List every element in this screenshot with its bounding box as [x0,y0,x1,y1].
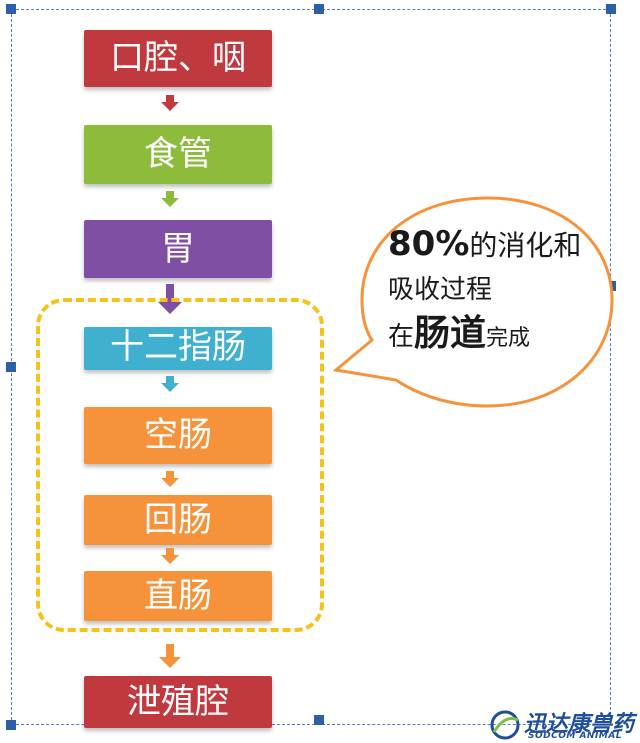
resize-handle-top-right[interactable] [606,4,616,14]
resize-handle-bottom-center[interactable] [314,715,324,725]
resize-handle-top-center[interactable] [314,4,324,14]
callout-line-3-pre: 在 [388,322,415,352]
step-label: 十二指肠 [110,327,246,367]
callout-line-1-text: 的消化和 [469,229,582,262]
intestine-highlight-frame [36,298,324,632]
step-jejunum: 空肠 [84,407,272,464]
resize-handle-middle-left[interactable] [6,362,16,372]
step-label: 胃 [161,229,195,269]
step-label: 泄殖腔 [127,682,229,722]
resize-handle-bottom-left[interactable] [6,720,16,730]
step-mouth-pharynx: 口腔、咽 [84,30,272,87]
resize-handle-top-left[interactable] [6,4,16,14]
step-rectum: 直肠 [84,571,272,621]
brand-logo: 迅达康兽药 SODCOM ANIMAL [488,706,638,742]
step-stomach: 胃 [84,220,272,278]
step-duodenum: 十二指肠 [84,327,272,370]
callout-text: 80%的消化和 吸收过程 在肠道完成 [388,222,608,361]
speech-bubble-outline [332,196,614,408]
brand-subtitle: SODCOM ANIMAL [528,731,622,741]
brand-name: 迅达康兽药 [524,712,635,737]
step-label: 回肠 [144,500,212,540]
callout-percent: 80% [388,224,470,264]
brand-logo-icon [490,710,520,740]
step-label: 直肠 [144,576,212,616]
step-label: 食管 [144,134,212,174]
step-ileum: 回肠 [84,495,272,545]
callout-line-2: 吸收过程 [388,275,493,305]
callout-line-3-bold: 肠道 [414,313,487,354]
callout-line-1: 80%的消化和 [388,222,608,268]
callout-line-3: 在肠道完成 [388,312,608,361]
callout-line-3-post: 完成 [486,326,531,351]
step-cloaca: 泄殖腔 [84,676,272,728]
step-label: 空肠 [144,415,212,455]
step-esophagus: 食管 [84,125,272,184]
step-label: 口腔、咽 [110,38,246,78]
